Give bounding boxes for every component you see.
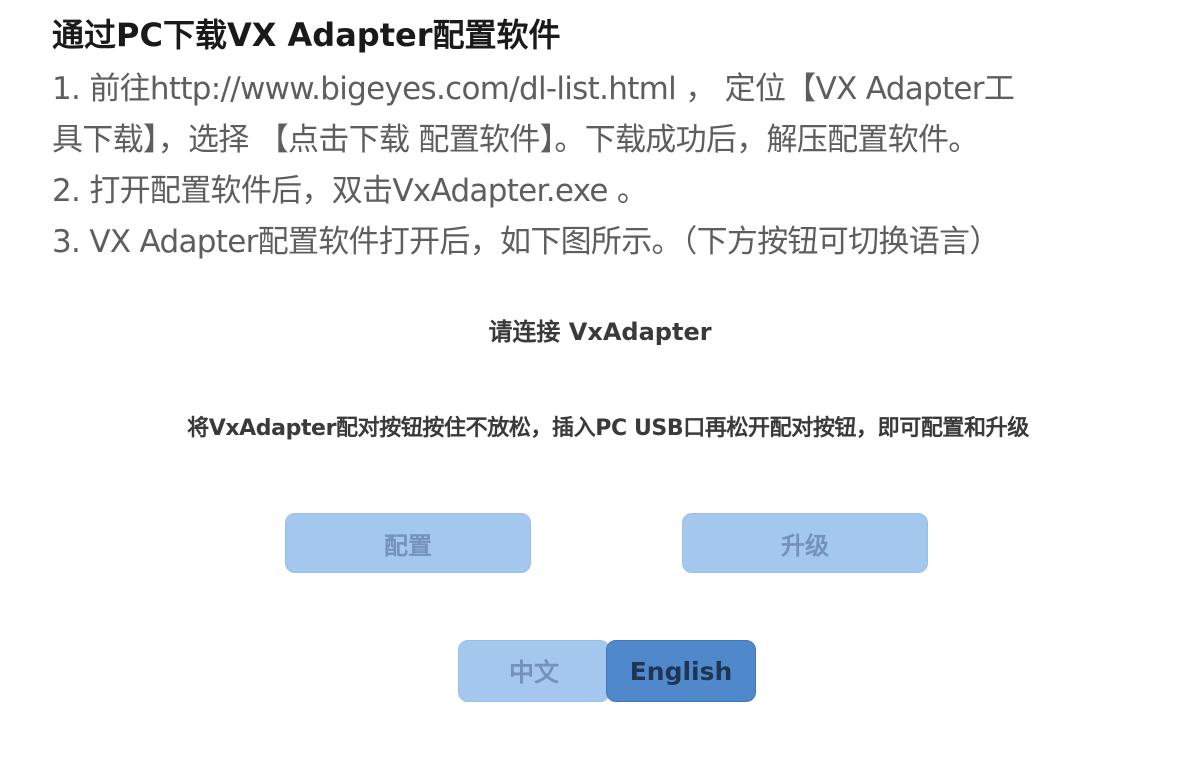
language-switch: 中文 English (458, 640, 756, 702)
instruction-step: 2. 打开配置软件后，双击VxAdapter.exe 。 (52, 173, 648, 209)
configure-button[interactable]: 配置 (285, 513, 531, 573)
page-title: 通过PC下载VX Adapter配置软件 (52, 16, 561, 54)
instruction-step: 具下载】，选择 【点击下载 配置软件】。下载成功后，解压配置软件。 (52, 122, 979, 158)
language-chinese-button[interactable]: 中文 (458, 640, 610, 702)
upgrade-button[interactable]: 升级 (682, 513, 928, 573)
instruction-step: 1. 前往http://www.bigeyes.com/dl-list.html… (52, 71, 1015, 107)
instructions: 1. 前往http://www.bigeyes.com/dl-list.html… (52, 64, 1180, 268)
connect-heading: 请连接 VxAdapter (488, 318, 712, 346)
language-english-button[interactable]: English (606, 640, 756, 702)
connect-instruction: 将VxAdapter配对按钮按住不放松，插入PC USB口再松开配对按钮，即可配… (187, 416, 1029, 441)
instruction-step: 3. VX Adapter配置软件打开后，如下图所示。（下方按钮可切换语言） (52, 224, 1000, 260)
vxadapter-app-screenshot: 请连接 VxAdapter 将VxAdapter配对按钮按住不放松，插入PC U… (0, 290, 1200, 783)
